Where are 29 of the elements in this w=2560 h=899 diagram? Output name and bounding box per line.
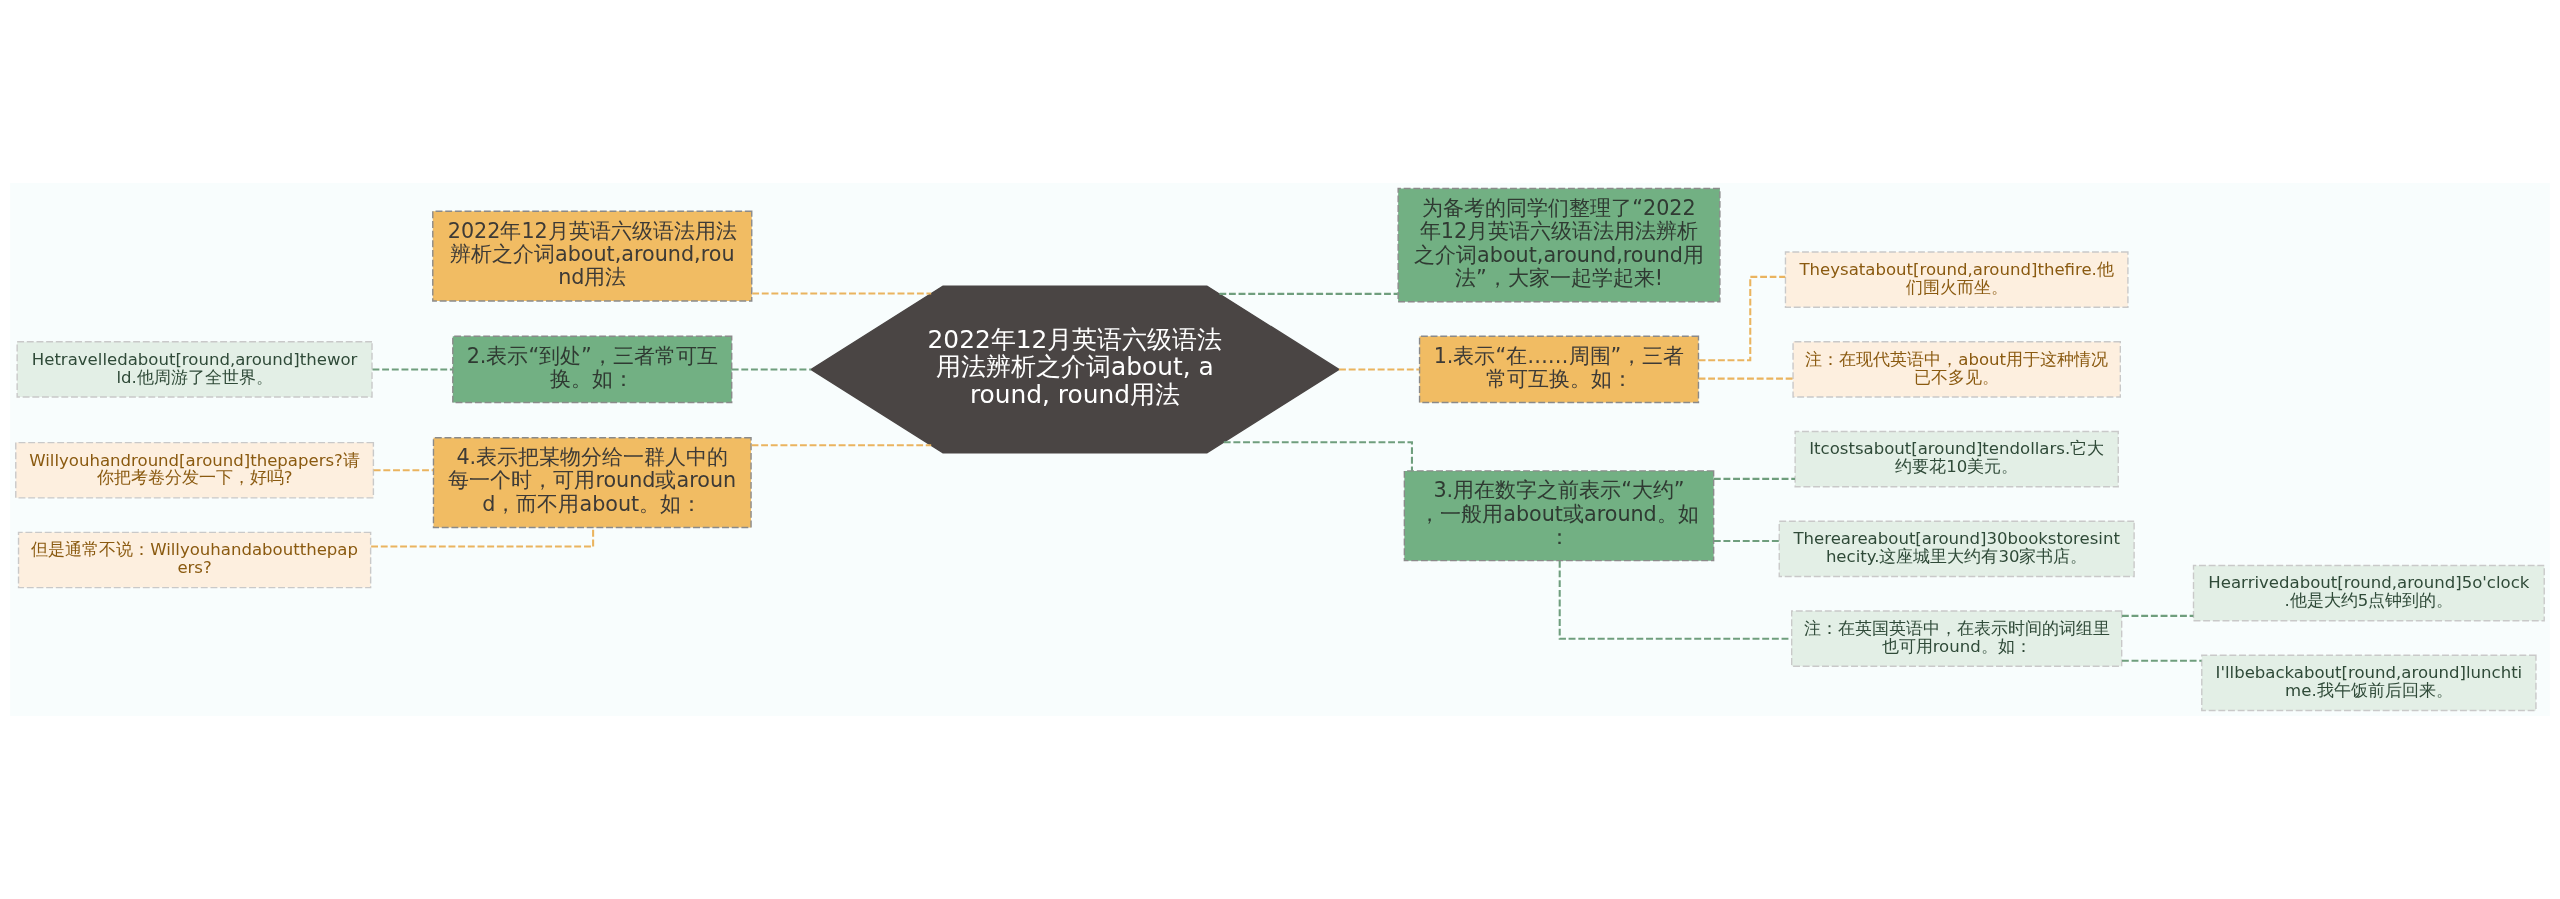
node-box: 3.用在数字之前表示“大约”，一般用about或around。如： <box>1403 470 1715 562</box>
connector <box>2121 614 2194 617</box>
node-box: Thereareabout[around]30bookstoresinthecity.这座城里大约有30家书店。 <box>1778 520 2135 578</box>
node-box: 1.表示“在……周围”，三者常可互换。如： <box>1418 335 1700 404</box>
connector <box>1713 539 1780 542</box>
connector <box>1698 377 1793 380</box>
node-box: 但是通常不说：Willyouhandaboutthepapers? <box>17 531 372 589</box>
node-box: Theysatabout[round,around]thefire.他们围火而坐。 <box>1784 251 2129 308</box>
node-box: Hetravelledabout[round,around]theworld.他周游了全世界。 <box>16 341 373 398</box>
node-box: I'llbebackabout[round,around]lunchtime.我午饭前后回来。 <box>2201 654 2537 712</box>
node-box: 4.表示把某物分给一群人中的每一个时，可用round或around，而不用about。如： <box>432 437 752 529</box>
connector <box>1338 368 1420 371</box>
node-box: 注：在英国英语中，在表示时间的词组里也可用round。如： <box>1791 610 2123 667</box>
connector <box>752 292 932 295</box>
node-box: Hearrivedabout[round,around]5o'clock.他是大约5点钟到的。 <box>2192 564 2545 622</box>
node-box: 注：在现代英语中，about用于这种情况已不多见。 <box>1792 341 2121 398</box>
connector <box>1713 477 1795 480</box>
node-box: Itcostsabout[around]tendollars.它大约要花10美元。 <box>1794 430 2119 488</box>
node-box: Willyouhandround[around]thepapers?请你把考卷分发一下，好吗? <box>15 441 375 499</box>
connector <box>1219 292 1398 295</box>
connector <box>2121 659 2202 662</box>
node-box: 为备考的同学们整理了“2022年12月英语六级语法用法辨析之介词about,around,round用法”，大家一起学起来! <box>1397 187 1721 303</box>
connector <box>731 368 811 371</box>
connector <box>1698 275 1786 362</box>
connector <box>372 368 453 371</box>
connector <box>373 469 433 472</box>
connector <box>751 444 932 447</box>
node-box: 2.表示“到处”，三者常可互换。如： <box>452 335 733 404</box>
node-box: 2022年12月英语六级语法用法辨析之介词about,around,round用法 <box>432 210 753 302</box>
